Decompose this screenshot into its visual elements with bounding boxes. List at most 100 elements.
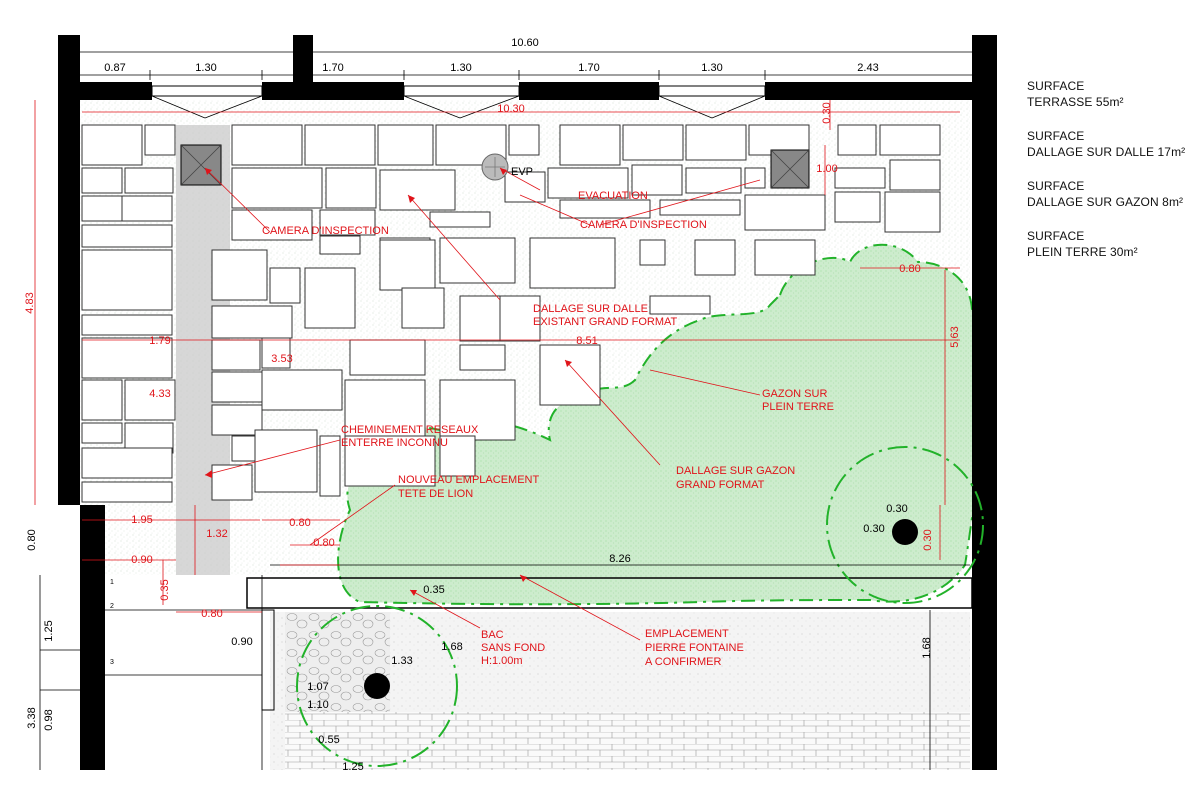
dim-top-7: 2.43 [857, 62, 878, 74]
dim-125: 1.25 [43, 620, 55, 641]
dim-433: 4.33 [149, 388, 170, 400]
paving-slab [429, 211, 491, 228]
leader-arrowheads [205, 168, 572, 596]
label-fontaine-3: A CONFIRMER [645, 656, 721, 668]
paving-slab [81, 447, 173, 479]
paving-slab [754, 239, 816, 276]
paving-slab [269, 267, 301, 304]
legend-dallage-gazon-line2: DALLAGE SUR GAZON 8m² [1027, 195, 1184, 209]
paving-slab [211, 249, 268, 301]
dim-035-v: 0.35 [159, 579, 171, 600]
legend-dallage-gazon-line1: SURFACE [1027, 179, 1085, 193]
dim-top-4: 1.30 [450, 62, 471, 74]
paving-slab [694, 239, 736, 276]
dim-851: 8.51 [576, 335, 597, 347]
dim-top-2: 1.30 [195, 62, 216, 74]
paving-slab [547, 167, 629, 199]
paving-slab [377, 124, 434, 166]
dim-080-a: 0.80 [289, 517, 310, 529]
trees [296, 446, 984, 767]
paving-slab [304, 267, 356, 329]
label-dallage-gazon-1: DALLAGE SUR GAZON [676, 465, 795, 477]
paving-slab [834, 191, 881, 223]
paving-slab [889, 159, 941, 191]
paving-slab [631, 164, 683, 196]
paving-slab [879, 124, 941, 156]
paving-slab [124, 167, 174, 194]
dim-top-6: 1.30 [701, 62, 722, 74]
legend-terrasse: SURFACE TERRASSE 55m² [1027, 78, 1192, 110]
label-fontaine-2: PIERRE FONTAINE [645, 642, 744, 654]
paving-slab [81, 249, 173, 311]
dim-110: 1.10 [307, 699, 328, 711]
dim-090: 0.90 [131, 554, 152, 566]
paving-slab [254, 429, 318, 493]
dim-353: 3.53 [271, 353, 292, 365]
dim-080-c: 0.80 [201, 608, 222, 620]
paving-slab [744, 194, 826, 231]
dim-483: 4.83 [24, 292, 36, 313]
windows [151, 85, 766, 119]
paving-slab [81, 379, 123, 421]
paving-slabs [81, 124, 941, 503]
dim-1030: 10.30 [497, 103, 525, 115]
paving-slab [231, 209, 313, 241]
dimension-lines-red [34, 100, 960, 641]
dim-035: 0.35 [423, 584, 444, 596]
paving-slab [439, 379, 516, 441]
label-camera-left: CAMERA D'INSPECTION [262, 225, 389, 237]
dim-168-b: 1.68 [921, 637, 933, 658]
paving-slab [459, 344, 506, 371]
legend-dallage-dalle-line1: SURFACE [1027, 129, 1085, 143]
paving-slab [211, 464, 253, 501]
label-bac-2: SANS FOND [481, 642, 545, 654]
paving-slab [261, 369, 343, 411]
surface-legend: SURFACE TERRASSE 55m² SURFACE DALLAGE SU… [1027, 78, 1192, 278]
paving-slab [529, 237, 616, 289]
paving-slab [144, 124, 176, 156]
label-lion-1: NOUVEAU EMPLACEMENT [398, 474, 539, 486]
paving-slab [459, 295, 501, 342]
legend-terrasse-line2: TERRASSE 55m² [1027, 95, 1124, 109]
label-dallage-dalle-1: DALLAGE SUR DALLE [533, 303, 648, 315]
paving-slab [837, 124, 877, 156]
dim-top-3: 1.70 [322, 62, 343, 74]
paving-slab [121, 195, 173, 222]
dim-030-a: 0.30 [886, 503, 907, 515]
paving-slab [649, 295, 711, 315]
paving-slab [884, 191, 941, 233]
dim-030-top: 0.30 [821, 102, 833, 123]
label-reseaux-2: ENTERRE INCONNU [341, 437, 448, 449]
legend-dallage-gazon: SURFACE DALLAGE SUR GAZON 8m² [1027, 178, 1192, 210]
dim-080-left: 0.80 [26, 529, 38, 550]
paving-slab [231, 167, 323, 209]
label-dallage-dalle-2: EXISTANT GRAND FORMAT [533, 316, 678, 328]
paving-slab [685, 124, 747, 161]
paving-slab [319, 235, 361, 255]
brick-paving [285, 712, 970, 770]
dim-563: 5.63 [949, 326, 961, 347]
paving-slab [639, 239, 666, 266]
label-gazon-2: PLEIN TERRE [762, 401, 834, 413]
paving-slab [834, 167, 886, 189]
label-lion-2: TETE DE LION [398, 488, 473, 500]
label-bac-1: BAC [481, 629, 504, 641]
paving-slab [211, 339, 261, 371]
dim-168-a: 1.68 [441, 641, 462, 653]
dim-125-b: 1.25 [342, 761, 363, 773]
paving-slab [81, 314, 173, 336]
paving-slab [81, 224, 173, 248]
paving-slab [81, 195, 123, 222]
paving-slab [508, 124, 540, 156]
dim-080-b: 0.80 [313, 537, 334, 549]
paving-slab [81, 337, 173, 379]
dimension-lines-black [39, 51, 972, 770]
legend-dallage-dalle-line2: DALLAGE SUR DALLE 17m² [1027, 145, 1186, 159]
tree-trunk-right [892, 519, 918, 545]
tag-1: 1 [110, 579, 114, 586]
dim-338: 3.38 [26, 707, 38, 728]
paving-slab [685, 167, 742, 194]
dim-826: 8.26 [609, 553, 630, 565]
dim-overall: 10.60 [511, 37, 539, 49]
paving-slab [124, 379, 176, 421]
